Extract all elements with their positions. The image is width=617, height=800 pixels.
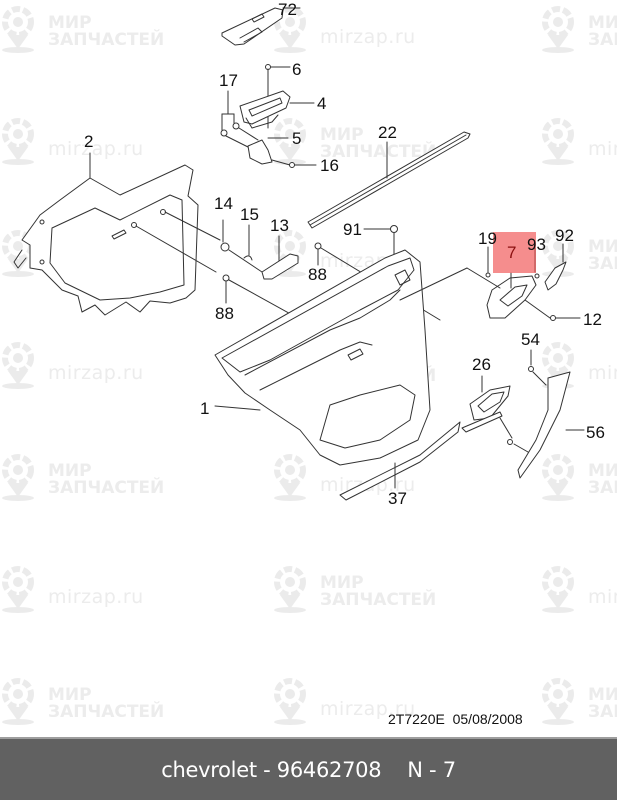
part-37-strip [339, 421, 461, 501]
part-22-weatherstrip [307, 131, 471, 229]
part-2-insulator [13, 152, 221, 316]
part-1-door-panel [214, 249, 431, 466]
part-54-screw [528, 349, 547, 386]
callout-label: 19 [478, 229, 497, 248]
part-91-clip [363, 225, 398, 256]
parts-diagram [13, 7, 585, 501]
part-17-clips [220, 90, 259, 149]
callout-label: 13 [270, 216, 289, 235]
callout-label: 37 [388, 489, 407, 508]
part-72-switch-bezel [221, 7, 301, 46]
footer-position: N - 7 [407, 757, 456, 782]
footer-brand-part: chevrolet - 96462708 [161, 757, 382, 782]
footer-bar: chevrolet - 96462708 N - 7 [0, 737, 617, 800]
drawing-code: 2T7220E [388, 711, 445, 727]
part-4-switch [239, 90, 315, 129]
callout-label: 14 [214, 194, 233, 213]
part-56-trim [517, 371, 585, 479]
callout-label: 88 [308, 265, 327, 284]
callout-label: 6 [292, 60, 302, 79]
part-5-bracket [247, 137, 289, 165]
callout-label: 93 [527, 235, 546, 254]
part-26-pull-cup [461, 375, 529, 453]
callout-label: 91 [343, 220, 362, 239]
callout-label: 12 [583, 310, 602, 329]
callout-label: 16 [320, 156, 339, 175]
callout-label: 54 [521, 330, 540, 349]
part-14-15-13 [220, 219, 299, 280]
part-7-inner-handle [399, 267, 537, 319]
callout-label: 22 [378, 123, 397, 142]
part-12-screw [524, 299, 581, 321]
callout-label: 1 [200, 399, 210, 418]
callout-label: 4 [317, 94, 327, 113]
callout-label: 17 [219, 71, 238, 90]
callout-label: 92 [555, 226, 574, 245]
drawing-reference: 2T7220E 05/08/2008 [388, 711, 523, 727]
callout-label: 7 [507, 243, 517, 262]
callout-label: 88 [215, 304, 234, 323]
callout-label: 56 [586, 423, 605, 442]
callout-label: 5 [292, 129, 302, 148]
drawing-date: 05/08/2008 [452, 711, 523, 727]
highlighted-part-marker [493, 232, 536, 273]
callout-label: 15 [240, 205, 259, 224]
callout-label: 72 [278, 0, 297, 19]
part-92-cover [544, 243, 567, 291]
callout-label: 2 [84, 132, 94, 151]
part-16-screw [271, 159, 317, 168]
callout-label: 26 [472, 355, 491, 374]
